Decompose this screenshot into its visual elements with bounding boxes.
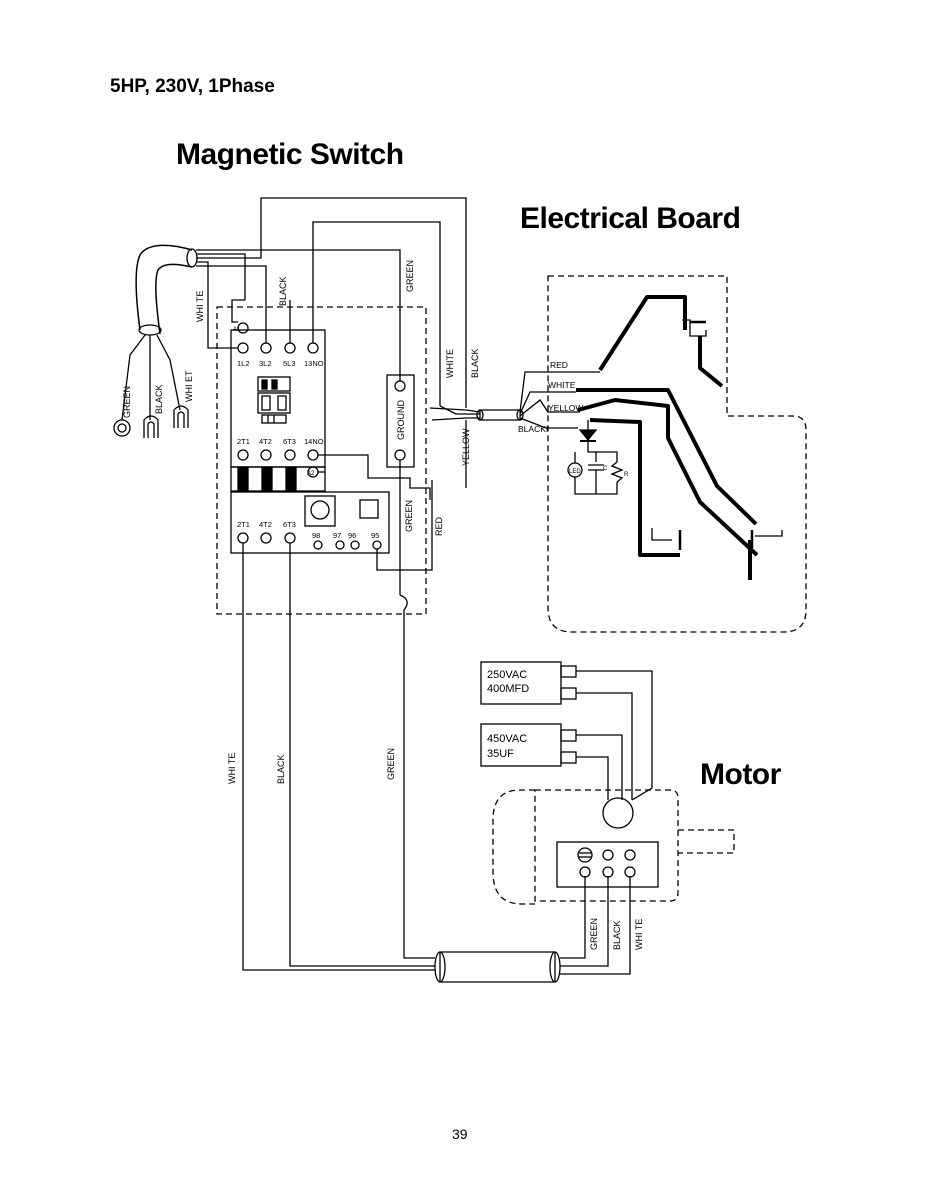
label-black-top: BLACK [278, 276, 288, 306]
board-wire-red [598, 295, 687, 372]
cap2-line2: 35UF [487, 748, 514, 760]
board-wire-black [589, 418, 680, 557]
label-green-mid: GREEN [404, 500, 414, 532]
motor-terminal-box [556, 841, 659, 888]
board-label-red: RED [550, 360, 568, 370]
capacitor-400mfd [480, 661, 562, 705]
label-plug-green: GREEN [122, 386, 132, 418]
motor-title: Motor [700, 758, 781, 791]
label-yellow-mid: YELLOW [461, 428, 471, 466]
label-motor-white: WHI TE [634, 919, 644, 950]
electrical-board-title: Electrical Board [520, 202, 741, 235]
terminal-2T1 [237, 449, 249, 461]
label-plug-black: BLACK [154, 384, 164, 414]
plug-ground-pin [113, 419, 131, 437]
board-label-c: C [603, 466, 608, 472]
label-black-board: BLACK [470, 348, 480, 378]
label-1L2: 1L2 [237, 359, 250, 368]
capacitor-35uf [480, 723, 562, 767]
overload-terminal-2T1 [237, 532, 249, 544]
label-white-board: WHITE [445, 349, 455, 378]
label-ground: GROUND [396, 400, 406, 440]
power-cord [135, 244, 193, 331]
board-wire-yellow [577, 398, 759, 557]
label-green-top: GREEN [405, 260, 415, 292]
label-red-mid: RED [434, 516, 444, 536]
label-white-in: WHI TE [195, 291, 205, 322]
motor-capacitor-junction [602, 797, 634, 829]
motor-housing [534, 789, 679, 902]
spec-heading: 5HP, 230V, 1Phase [110, 76, 275, 97]
board-label-black: BLACKI [518, 424, 548, 434]
terminal-A1 [237, 322, 249, 334]
label-green-down: GREEN [386, 748, 396, 780]
cap1-line1: 250VAC [487, 669, 527, 681]
coil-housing [230, 466, 326, 492]
board-wire-white [576, 388, 758, 526]
label-A2: A2 [307, 471, 315, 477]
label-13NO: 13NO [304, 359, 324, 368]
label-5L3: 5L3 [283, 359, 296, 368]
overload-terminal-4T2 [260, 532, 272, 544]
page-number: 39 [452, 1126, 468, 1142]
terminal-4T2 [260, 449, 272, 461]
label-6T3-top: 6T3 [283, 437, 296, 446]
plug-white-pin [173, 405, 189, 428]
label-98: 98 [312, 531, 320, 540]
board-label-yellow: YELLOW [548, 403, 583, 413]
board-label-r: R [624, 472, 629, 478]
label-black-down: BLACK [276, 754, 286, 784]
label-2T1-ol: 2T1 [237, 520, 250, 529]
terminal-5L3 [284, 342, 296, 354]
label-white-down: WHI TE [227, 753, 237, 784]
label-97: 97 [333, 531, 341, 540]
label-6T3-ol: 6T3 [283, 520, 296, 529]
terminal-6T3 [284, 449, 296, 461]
terminal-14NO [307, 449, 319, 461]
label-95: 95 [371, 531, 379, 540]
label-14NO: 14NO [304, 437, 324, 446]
label-A1: A1 [233, 327, 241, 333]
board-label-white: WHITE [548, 380, 576, 390]
label-motor-black: BLACK [612, 920, 622, 950]
terminal-13NO [307, 342, 319, 354]
terminal-1L2 [237, 342, 249, 354]
board-label-led: LED [569, 469, 581, 475]
motor-shaft [678, 829, 735, 854]
plug-black-pin [143, 415, 159, 438]
cap1-line2: 400MFD [487, 683, 529, 695]
cap2-line1: 450VAC [487, 733, 527, 745]
overload-relay [230, 491, 390, 554]
label-4T2-ol: 4T2 [259, 520, 272, 529]
board-cable [479, 409, 521, 421]
electrical-board-enclosure [547, 275, 807, 633]
resistor [610, 461, 624, 483]
label-2T1-top: 2T1 [237, 437, 250, 446]
label-plug-white: WHI ET [184, 370, 194, 402]
overload-terminal-6T3 [284, 532, 296, 544]
label-4T2-top: 4T2 [259, 437, 272, 446]
label-motor-green: GREEN [589, 918, 599, 950]
label-3L2: 3L2 [259, 359, 272, 368]
led-diode [578, 429, 598, 442]
motor-cable [439, 951, 556, 983]
terminal-3L2 [260, 342, 272, 354]
label-96: 96 [348, 531, 356, 540]
magnetic-switch-title: Magnetic Switch [176, 138, 404, 171]
magnetic-switch-enclosure [216, 306, 427, 615]
